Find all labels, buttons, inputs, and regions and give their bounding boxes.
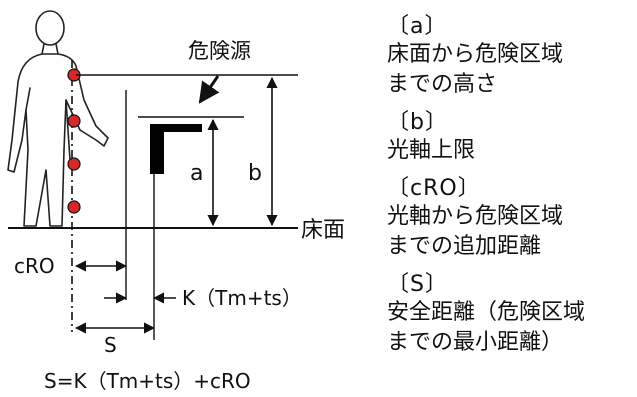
safety-distance-diagram: 危険源 a b 床面 cRO K（Tm+ts） S S=K（Tm+ts）+cRO bbox=[7, 10, 345, 393]
legend-key: 〔b〕 bbox=[387, 110, 448, 135]
dimension-k-label: K（Tm+ts） bbox=[182, 286, 302, 310]
hazard-pointer-arrow bbox=[198, 75, 220, 104]
legend-desc: 光軸から危険区域 までの追加距離 bbox=[387, 204, 564, 259]
beam-dot bbox=[67, 200, 81, 214]
legend-key: 〔a〕 bbox=[387, 14, 448, 39]
person-figure bbox=[7, 10, 109, 227]
legend-desc: 安全距離（危険区域 までの最小距離） bbox=[387, 300, 586, 355]
legend-desc: 光軸上限 bbox=[387, 138, 476, 163]
dimension-s-label: S bbox=[104, 333, 117, 357]
legend-entry-cro: 〔cRO〕 光軸から危険区域 までの追加距離 bbox=[387, 176, 632, 262]
beam-dot bbox=[67, 157, 81, 171]
floor-label: 床面 bbox=[301, 218, 345, 243]
dimension-a-label: a bbox=[190, 161, 203, 186]
legend-entry-b: 〔b〕 光軸上限 bbox=[387, 110, 632, 166]
formula-text: S=K（Tm+ts）+cRO bbox=[44, 369, 251, 393]
dimension-b-label: b bbox=[248, 161, 262, 186]
hazard-label: 危険源 bbox=[188, 39, 251, 63]
legend-key: 〔S〕 bbox=[387, 272, 448, 297]
legend-desc: 床面から危険区域 までの高さ bbox=[387, 42, 564, 97]
legend-entry-s: 〔S〕 安全距離（危険区域 までの最小距離） bbox=[387, 272, 632, 358]
dimension-cro-label: cRO bbox=[14, 254, 55, 278]
legend-key: 〔cRO〕 bbox=[387, 176, 481, 201]
beam-dot bbox=[67, 114, 81, 128]
legend-entry-a: 〔a〕 床面から危険区域 までの高さ bbox=[387, 14, 632, 100]
legend: 〔a〕 床面から危険区域 までの高さ 〔b〕 光軸上限 〔cRO〕 光軸から危険… bbox=[387, 14, 632, 368]
hazard-block bbox=[150, 124, 202, 174]
beam-dots bbox=[67, 68, 81, 214]
